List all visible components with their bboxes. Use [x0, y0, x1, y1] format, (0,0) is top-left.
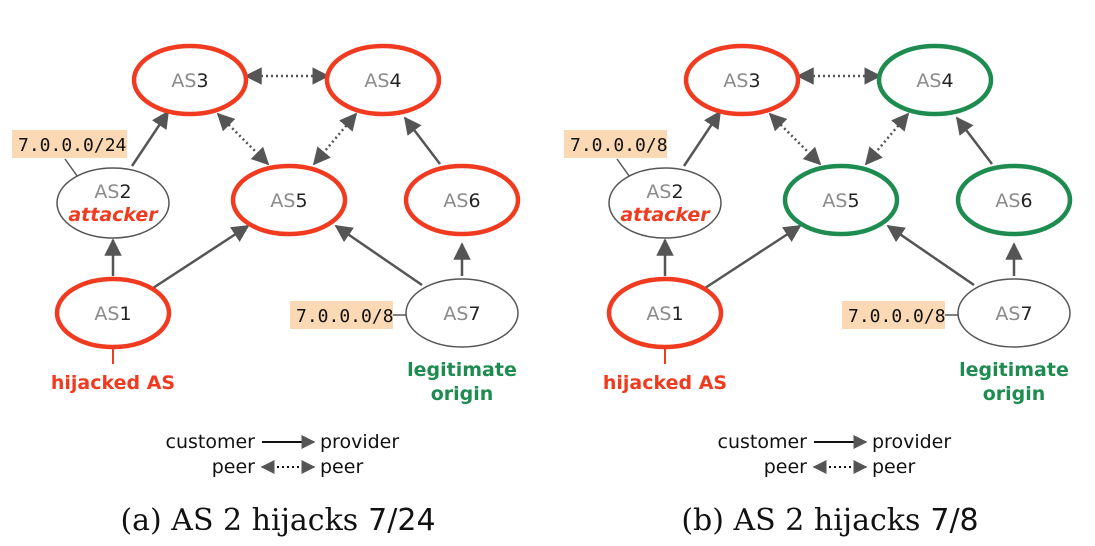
- edge-as1-as5: [701, 224, 802, 292]
- svg-text:AS4: AS4: [364, 70, 401, 92]
- node-as6: AS6: [955, 163, 1073, 237]
- edge-as3-as5-peer: [216, 112, 270, 166]
- edge-as6-as4: [403, 116, 441, 165]
- node-as2-attacker: AS2 attacker: [608, 167, 722, 239]
- svg-text:AS2: AS2: [646, 181, 683, 203]
- svg-text:AS1: AS1: [646, 303, 683, 325]
- edge-as7-as5: [886, 224, 975, 287]
- edge-as6-as4: [955, 116, 993, 165]
- panel-b: AS3 AS4 AS5 AS6 AS2 attacker AS1 AS7 7.0…: [564, 43, 1073, 538]
- attacker-label: attacker: [620, 204, 711, 226]
- node-as5: AS5: [230, 163, 348, 237]
- svg-text:provider: provider: [872, 431, 951, 453]
- node-as4: AS4: [324, 43, 442, 117]
- svg-text:peer: peer: [212, 456, 255, 478]
- node-as7-origin: AS7: [957, 278, 1071, 348]
- svg-text:peer: peer: [764, 456, 807, 478]
- svg-text:customer: customer: [166, 431, 256, 453]
- origin-prefix-tag: [290, 301, 393, 329]
- edge-as4-as5-peer: [312, 112, 358, 166]
- legitimate-label: legitimate: [407, 359, 517, 381]
- node-as6: AS6: [403, 163, 521, 237]
- svg-text:AS3: AS3: [171, 70, 208, 92]
- hijacked-as-label: hijacked AS: [603, 372, 727, 394]
- node-as2-attacker: AS2 attacker: [56, 167, 170, 239]
- svg-text:AS2: AS2: [94, 181, 131, 203]
- origin-label: origin: [431, 383, 494, 405]
- edge-as3-as5-peer: [768, 112, 822, 166]
- edge-as2-as3: [130, 110, 170, 167]
- node-as1: AS1: [606, 276, 724, 350]
- svg-text:AS7: AS7: [995, 303, 1032, 325]
- svg-text:AS4: AS4: [916, 70, 953, 92]
- origin-prefix-text: 7.0.0.0/8: [296, 306, 394, 327]
- svg-text:AS3: AS3: [723, 70, 760, 92]
- legend-b: customer provider peer peer: [718, 431, 952, 478]
- origin-label: origin: [983, 383, 1046, 405]
- node-as4: AS4: [876, 43, 994, 117]
- node-as3: AS3: [683, 43, 801, 117]
- svg-text:customer: customer: [718, 431, 808, 453]
- svg-text:AS7: AS7: [443, 303, 480, 325]
- svg-text:AS6: AS6: [995, 190, 1032, 212]
- attacker-prefix-tag: [564, 130, 667, 158]
- node-as5: AS5: [782, 163, 900, 237]
- svg-text:AS5: AS5: [822, 190, 859, 212]
- node-as1: AS1: [54, 276, 172, 350]
- node-as7-origin: AS7: [405, 278, 519, 348]
- hijacked-as-label: hijacked AS: [51, 372, 175, 394]
- svg-text:peer: peer: [320, 456, 363, 478]
- attacker-prefix-tag: [12, 130, 127, 158]
- node-as3: AS3: [131, 43, 249, 117]
- svg-text:AS6: AS6: [443, 190, 480, 212]
- origin-prefix-tag: [842, 301, 945, 329]
- edge-as7-as5: [334, 224, 423, 287]
- edge-as1-as5: [149, 224, 250, 292]
- panel-a: AS3 AS4 AS5 AS6 AS2 attacker AS1 AS7: [12, 43, 521, 538]
- attacker-prefix-text: 7.0.0.0/8: [570, 135, 668, 156]
- attacker-prefix-text: 7.0.0.0/24: [18, 135, 126, 156]
- attacker-label: attacker: [68, 204, 159, 226]
- edge-as2-as3: [682, 110, 722, 167]
- edge-as4-as5-peer: [864, 112, 910, 166]
- svg-text:AS1: AS1: [94, 303, 131, 325]
- legend-a: customer provider peer peer: [166, 431, 400, 478]
- legitimate-label: legitimate: [959, 359, 1069, 381]
- svg-text:provider: provider: [320, 431, 399, 453]
- svg-text:peer: peer: [872, 456, 915, 478]
- svg-text:AS5: AS5: [270, 190, 307, 212]
- origin-prefix-text: 7.0.0.0/8: [848, 306, 946, 327]
